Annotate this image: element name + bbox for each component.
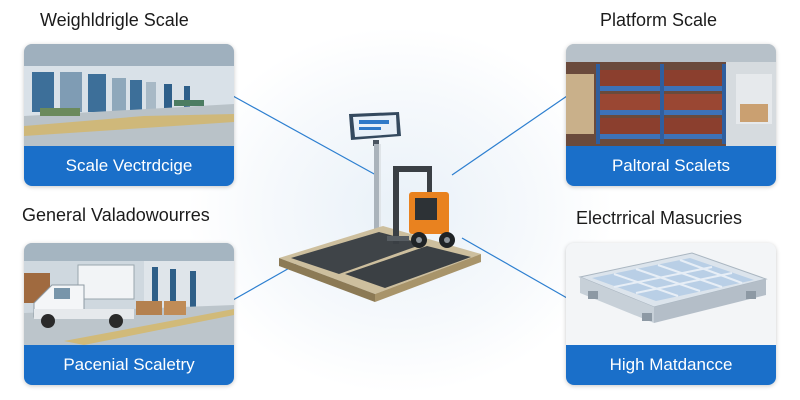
heading-bottom-left: General Valadowourres [22,205,210,225]
heading-bottom-right: Electrrical Masucries [576,208,743,228]
label-bottom-right: High Matdancce [566,345,776,385]
card-top-right[interactable]: Paltoral Scalets [566,44,776,186]
heading-top-left: Weighldrigle Scale [40,10,189,30]
connector-bottom-right [461,237,568,299]
scale-pad-image [566,243,776,345]
card-bottom-right[interactable]: High Matdancce [566,243,776,385]
forklift-platform-scale-image [275,108,490,304]
background-glow [190,30,610,390]
label-bottom-left: Pacenial Scaletry [24,345,234,385]
truck-warehouse-image [24,243,234,345]
pallet-racks-image [566,44,776,146]
connector-top-left [232,95,377,176]
warehouse-floor-image [24,44,234,146]
connector-top-right [451,95,568,176]
label-top-left: Scale Vectrdcige [24,146,234,186]
label-top-right: Paltoral Scalets [566,146,776,186]
card-bottom-left[interactable]: Pacenial Scaletry [24,243,234,385]
card-top-left[interactable]: Scale Vectrdcige [24,44,234,186]
heading-top-right: Platform Scale [600,10,718,30]
